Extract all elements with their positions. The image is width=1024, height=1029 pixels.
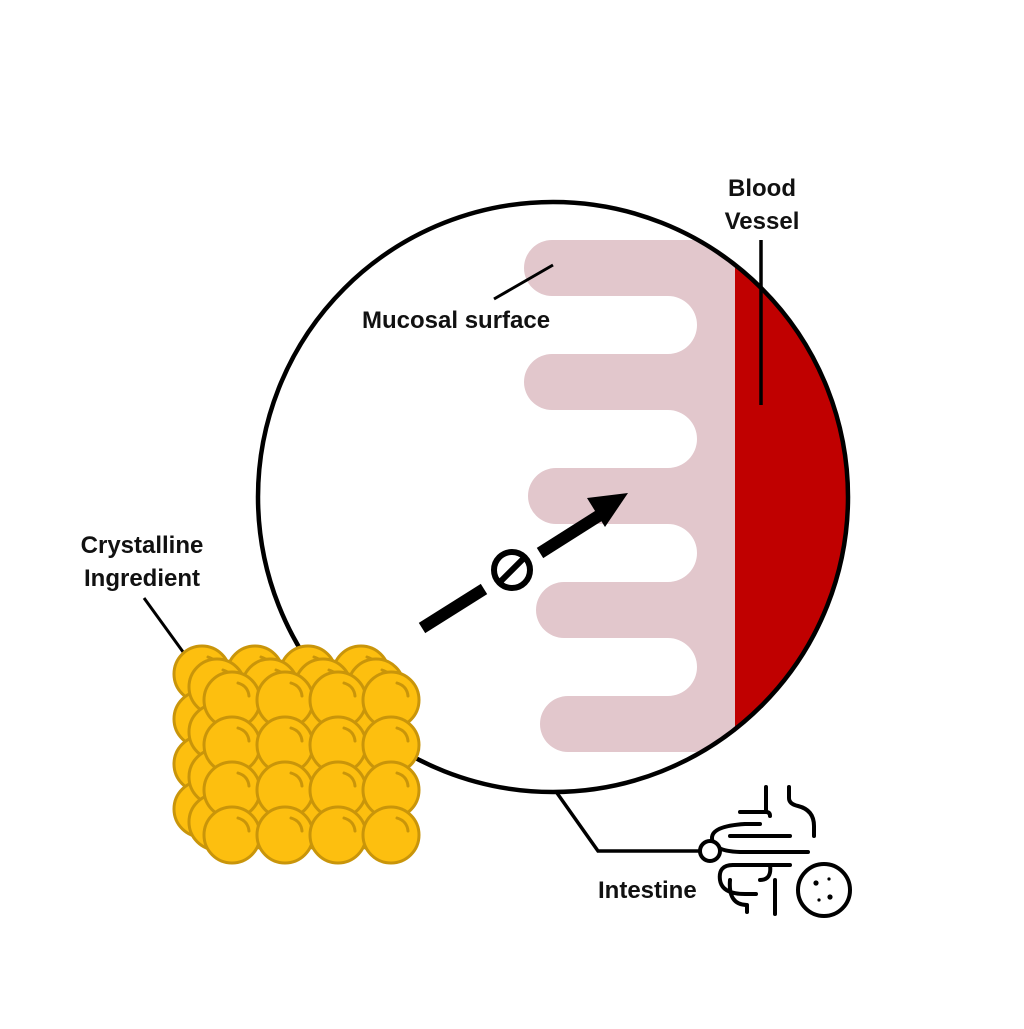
crystalline-ingredient-label-line-2: Ingredient — [83, 565, 200, 592]
blocked-absorption-arrow — [418, 493, 628, 634]
crystalline-ingredient-label: Crystalline Ingredient — [48, 529, 236, 595]
blood-vessel-label-line-1: Blood — [728, 175, 796, 202]
crystal-sphere — [361, 805, 421, 865]
blood-vessel-label-line-2: Vessel — [724, 208, 800, 235]
crystalline-ingredient-label-line-1: Crystalline — [80, 532, 204, 559]
arrow-head — [587, 493, 628, 527]
mucosal-surface-label: Mucosal surface — [362, 307, 551, 334]
magnifier-circle-outline — [255, 199, 851, 795]
intestine-leader — [555, 791, 703, 853]
mucosal-surface-villi — [524, 240, 760, 752]
crystal-sphere — [255, 805, 315, 865]
prohibition-icon — [491, 549, 533, 591]
arrow-dash — [536, 509, 604, 559]
crystalline-ingredient-cube — [172, 644, 421, 865]
tissue-section — [524, 202, 848, 792]
blood-vessel — [735, 202, 848, 792]
crystal-sphere — [308, 805, 368, 865]
crystal-sphere — [202, 805, 262, 865]
arrow-dash — [418, 583, 488, 634]
intestine-label: Intestine — [598, 877, 697, 904]
mucosal-surface-leader — [493, 263, 554, 301]
crystalline-ingredient-leader — [142, 597, 188, 657]
crystal-sphere — [308, 670, 368, 730]
blood-vessel-label: Blood Vessel — [700, 172, 824, 238]
intestine-icon — [698, 785, 852, 918]
